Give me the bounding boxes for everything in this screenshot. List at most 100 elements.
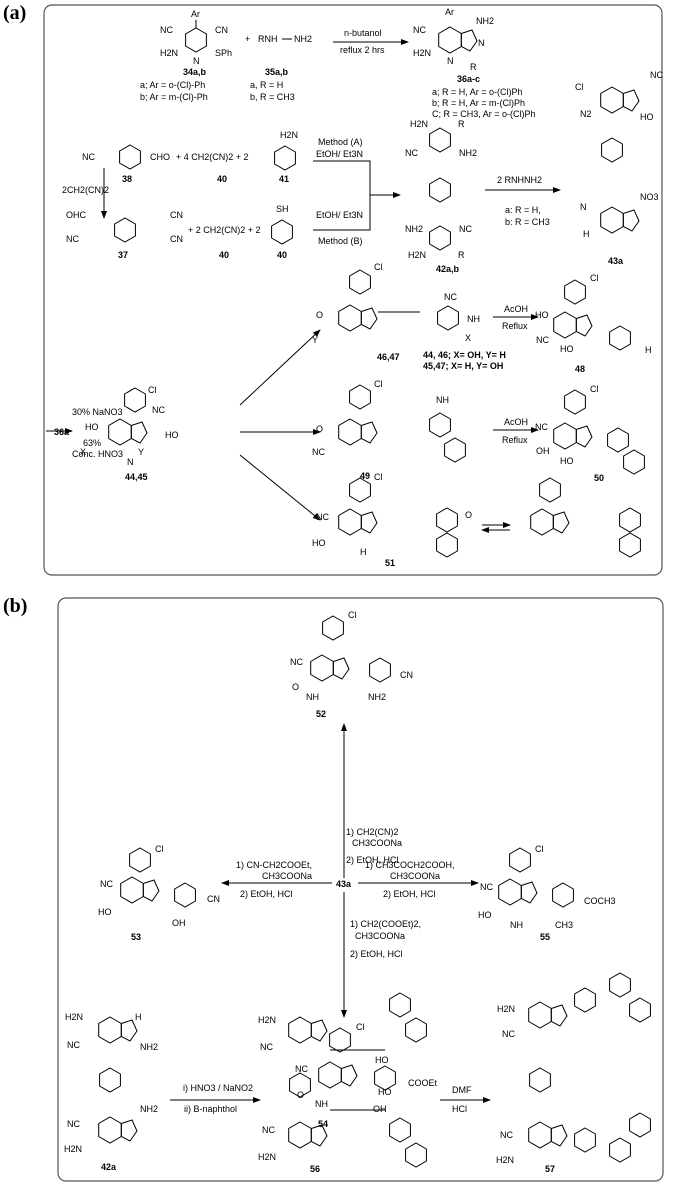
svg-text:NC: NC — [290, 657, 303, 667]
compound-42a-label: 42a — [101, 1162, 117, 1172]
right-cond-2: CH3COONa — [390, 871, 440, 881]
cond-3b: Method (B) — [318, 236, 363, 246]
note-34b: b; Ar = m-(Cl)-Ph — [140, 92, 208, 102]
compound-54: Cl NC COOEt O NH OH 54 — [295, 1022, 438, 1129]
svg-text:CN: CN — [207, 894, 220, 904]
svg-text:R: R — [470, 62, 477, 72]
compound-35-atom-1: RNH — [258, 34, 278, 44]
compound-34: Ar NC CN H2N N SPh 34a,b — [160, 9, 232, 77]
compound-38-label: 37 — [118, 250, 128, 260]
compound-37-label: 38 — [122, 174, 132, 184]
svg-text:O: O — [316, 424, 323, 434]
svg-text:NC: NC — [502, 1029, 515, 1039]
svg-text:COOEt: COOEt — [408, 1078, 438, 1088]
compound-35-label: 35a,b — [265, 67, 289, 77]
compound-37: NC CHO 38 — [82, 144, 170, 184]
svg-text:NC: NC — [413, 25, 426, 35]
compound-41: H2N R NC NH2 NH2 NC H2N R 42a,b — [405, 119, 477, 274]
svg-text:NH: NH — [510, 920, 523, 930]
svg-text:Y: Y — [312, 335, 318, 345]
plus-a2: + 2 CH2(CN)2 + 2 — [188, 225, 261, 235]
acoh-1: AcOH — [504, 304, 528, 314]
svg-text:NH: NH — [436, 395, 449, 405]
svg-text:H2N: H2N — [65, 1012, 83, 1022]
panel-a-tag: (a) — [3, 2, 26, 24]
compound-57-label: 57 — [545, 1164, 555, 1174]
cond-5b: 63% — [83, 438, 101, 448]
svg-text:+: + — [245, 34, 250, 44]
compound-41-label: 42a,b — [436, 264, 460, 274]
left-cond-3: 2) EtOH, HCl — [240, 889, 293, 899]
compound-40-label-1: 41 — [279, 174, 289, 184]
note-42a: a: R = H, — [505, 205, 541, 215]
note-42b: b: R = CH3 — [505, 217, 550, 227]
svg-text:H2N: H2N — [64, 1144, 82, 1154]
svg-text:H: H — [360, 547, 367, 557]
cond-1b: reflux 2 hrs — [340, 45, 385, 55]
svg-text:NC: NC — [260, 1042, 273, 1052]
compound-36-label: 36a-c — [457, 74, 480, 84]
compound-49: Cl NC OH HO 50 — [535, 384, 645, 483]
svg-text:HO: HO — [375, 1055, 389, 1065]
svg-text:NC: NC — [66, 234, 79, 244]
down-cond-3: 2) EtOH, HCl — [350, 949, 403, 959]
svg-text:H: H — [135, 1012, 142, 1022]
svg-text:CN: CN — [400, 670, 413, 680]
compound-43a: Cl HO NC X HO Y N 44,45 — [80, 385, 179, 482]
cond-2b: EtOH/ Et3N — [316, 149, 363, 159]
compound-34-atom-1: Ar — [191, 9, 200, 19]
note-34a: a; Ar = o-(Cl)-Ph — [140, 80, 205, 90]
svg-text:NC: NC — [152, 405, 165, 415]
up-cond-1: 1) CH2(CN)2 — [346, 827, 399, 837]
arrow-43a-44 — [239, 329, 321, 406]
svg-text:Cl: Cl — [356, 1022, 365, 1032]
note-44: 44, 46; X= OH, Y= H — [423, 350, 506, 360]
arrow-43a-50 — [239, 454, 321, 521]
compound-55: Cl NC COCH3 HO NH CH3 55 — [478, 844, 616, 942]
compound-39-label-1: 40 — [217, 174, 227, 184]
svg-text:NC: NC — [500, 1130, 513, 1140]
svg-text:Cl: Cl — [590, 384, 599, 394]
svg-text:CH3: CH3 — [555, 920, 573, 930]
svg-text:CN: CN — [170, 210, 183, 220]
svg-text:NC: NC — [295, 1064, 308, 1074]
svg-text:Cl: Cl — [374, 472, 383, 482]
compound-53: Cl NC CN HO OH 53 — [98, 844, 220, 942]
svg-text:NC: NC — [316, 512, 329, 522]
svg-text:N: N — [580, 202, 587, 212]
compound-43a-label: 44,45 — [125, 472, 148, 482]
svg-text:NH2: NH2 — [459, 148, 477, 158]
compound-50: Cl NC O HO H 51 — [312, 472, 472, 568]
svg-text:O: O — [292, 682, 299, 692]
compound-48-label: 49 — [360, 471, 370, 481]
svg-text:Cl: Cl — [575, 82, 584, 92]
svg-text:Cl: Cl — [374, 262, 383, 272]
note-36a: a; R = H, Ar = o-(Cl)Ph — [432, 87, 523, 97]
reflux-2: Reflux — [502, 435, 528, 445]
left-cond-1: 1) CN-CH2COOEt, — [236, 860, 312, 870]
note-36c: C; R = CH3, Ar = o-(Cl)Ph — [432, 109, 536, 119]
note-35a: a, R = H — [250, 80, 283, 90]
compound-34-atom-2: NC — [160, 25, 173, 35]
note-36b: b; R = H, Ar = m-(Cl)Ph — [432, 98, 525, 108]
note-35b: b, R = CH3 — [250, 92, 295, 102]
svg-text:CHO: CHO — [150, 152, 170, 162]
svg-text:O: O — [297, 1090, 304, 1100]
svg-text:NH2: NH2 — [368, 692, 386, 702]
svg-text:OH: OH — [536, 446, 550, 456]
svg-text:NC: NC — [444, 292, 457, 302]
svg-text:HO: HO — [560, 456, 574, 466]
svg-text:NH2: NH2 — [140, 1042, 158, 1052]
svg-text:H2N: H2N — [413, 48, 431, 58]
center-43a: 43a — [336, 879, 352, 889]
svg-text:NH: NH — [306, 692, 319, 702]
svg-text:Cl: Cl — [155, 844, 164, 854]
compound-42: Cl NC N2 HO NO3 N H 43a — [575, 70, 663, 266]
svg-text:NH2: NH2 — [405, 224, 423, 234]
svg-text:Cl: Cl — [535, 844, 544, 854]
compound-53-label: 53 — [131, 932, 141, 942]
svg-text:X: X — [80, 447, 86, 457]
svg-text:H2N: H2N — [258, 1152, 276, 1162]
svg-text:Cl: Cl — [348, 610, 357, 620]
svg-text:HO: HO — [85, 422, 99, 432]
